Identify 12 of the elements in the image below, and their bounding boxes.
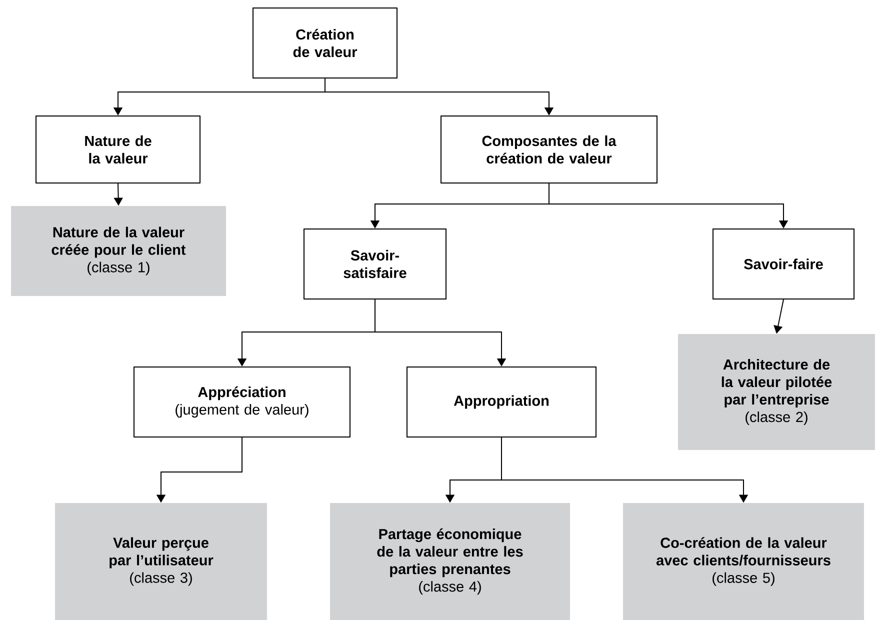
- result-box: Valeur perçue par l’utilisateur (classe 3): [55, 503, 267, 620]
- concept-box: Création de valeur: [252, 8, 398, 78]
- concept-box: Nature de la valeur: [36, 116, 200, 184]
- concept-box: Savoir-faire: [712, 228, 854, 300]
- result-box: Architecture de la valeur pilotée par l’entreprise (classe 2): [678, 334, 875, 450]
- concept-box: Appréciation (jugement de valeur): [134, 366, 350, 438]
- concept-box: Savoir-satisfaire: [304, 228, 446, 300]
- concept-box: Appropriation: [406, 366, 596, 438]
- concept-box: Composantes de la création de valeur: [440, 116, 658, 184]
- result-box: Co-création de la valeur avec clients/fournisseurs (classe 5): [623, 503, 864, 620]
- result-box: Partage économique de la valeur entre les parties prenantes (classe 4): [330, 503, 570, 620]
- result-box: Nature de la valeur créée pour le client (classe 1): [11, 206, 226, 296]
